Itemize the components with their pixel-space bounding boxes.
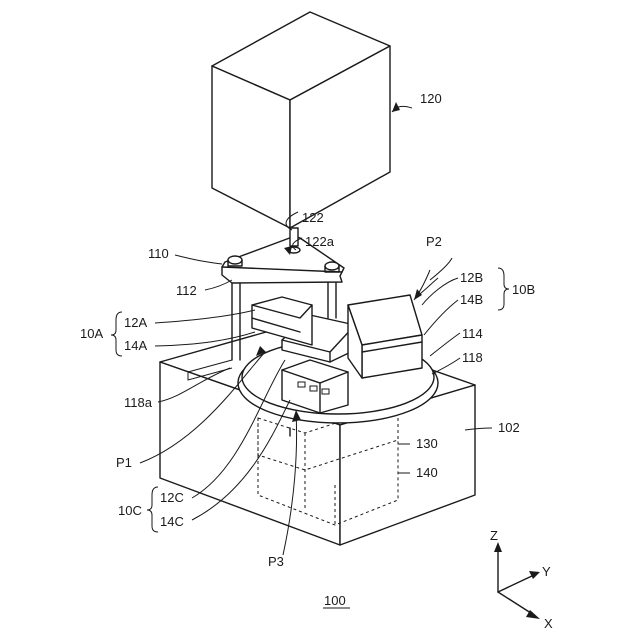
label-118a: 118a [124, 395, 153, 410]
label-14C: 14C [160, 514, 184, 529]
axis-x-label: X [544, 616, 553, 631]
label-12A: 12A [124, 315, 147, 330]
label-10B: 10B [512, 282, 535, 297]
label-14B: 14B [460, 292, 483, 307]
label-P3: P3 [268, 554, 284, 569]
container-10B [348, 295, 422, 378]
label-10A: 10A [80, 326, 103, 341]
label-122: 122 [302, 210, 324, 225]
label-10C: 10C [118, 503, 142, 518]
label-100: 100 [324, 593, 346, 608]
label-140: 140 [416, 465, 438, 480]
axis-z-label: Z [490, 528, 498, 543]
label-P1: P1 [116, 455, 132, 470]
arm-knob-left [228, 256, 242, 264]
arm-knob-right [325, 262, 339, 270]
label-118: 118 [462, 350, 483, 365]
label-12B: 12B [460, 270, 483, 285]
label-P2: P2 [426, 234, 442, 249]
label-110: 110 [148, 246, 169, 261]
label-122a: 122a [305, 234, 335, 249]
label-114: 114 [462, 326, 483, 341]
label-14A: 14A [124, 338, 147, 353]
motor-120 [212, 12, 390, 228]
label-102: 102 [498, 420, 520, 435]
label-130: 130 [416, 436, 438, 451]
label-12C: 12C [160, 490, 184, 505]
label-112: 112 [176, 283, 197, 298]
axis-indicator [494, 542, 540, 619]
label-120: 120 [420, 91, 442, 106]
axis-y-label: Y [542, 564, 551, 579]
